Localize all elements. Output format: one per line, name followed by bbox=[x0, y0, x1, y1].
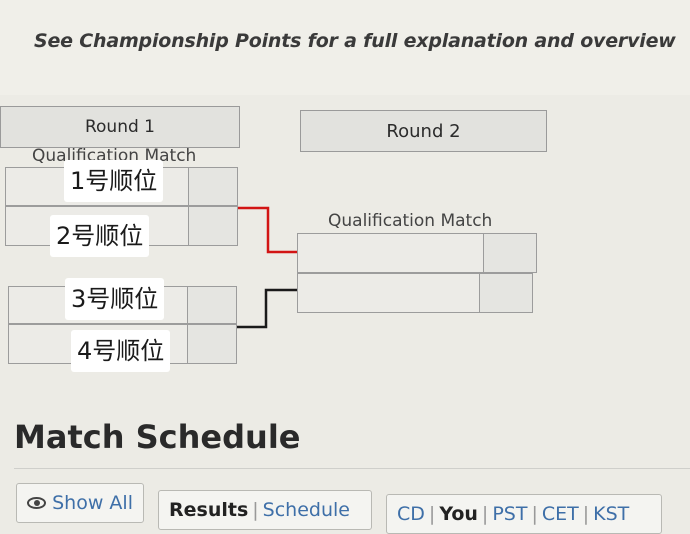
schedule-tab[interactable]: Schedule bbox=[262, 499, 350, 521]
timezone-selector: CD | You | PST | CET | KST bbox=[386, 494, 662, 534]
eye-icon bbox=[27, 497, 47, 509]
tz-pst[interactable]: PST bbox=[492, 503, 528, 525]
bracket-connectors bbox=[237, 206, 297, 329]
results-schedule-toggle: Results | Schedule bbox=[158, 490, 372, 530]
seed-label-4: 4号顺位 bbox=[71, 330, 171, 372]
results-tab[interactable]: Results bbox=[169, 499, 249, 521]
separator: | bbox=[481, 503, 489, 525]
bracket-slot-final-top bbox=[297, 233, 537, 273]
score-cell bbox=[479, 274, 532, 312]
top-strip bbox=[0, 0, 690, 95]
seed-label-1: 1号顺位 bbox=[64, 160, 164, 202]
seed-label-3: 3号顺位 bbox=[65, 278, 165, 320]
show-all-label: Show All bbox=[52, 492, 133, 514]
championship-points-note: See Championship Points for a full expla… bbox=[34, 30, 676, 52]
separator: | bbox=[531, 503, 538, 525]
bracket-slot-final-bottom bbox=[297, 273, 533, 313]
bracket-line-top bbox=[238, 206, 297, 254]
show-all-button[interactable]: Show All bbox=[16, 483, 144, 523]
match-label-round-2: Qualification Match bbox=[328, 211, 493, 231]
tz-cd[interactable]: CD bbox=[397, 503, 425, 525]
score-cell bbox=[188, 207, 237, 245]
tz-you[interactable]: You bbox=[439, 503, 478, 525]
separator: | bbox=[252, 499, 259, 521]
separator: | bbox=[582, 503, 590, 525]
round-1-header: Round 1 bbox=[0, 106, 240, 148]
separator: | bbox=[428, 503, 436, 525]
round-2-header: Round 2 bbox=[300, 110, 547, 152]
score-cell bbox=[187, 287, 236, 323]
divider bbox=[14, 468, 690, 469]
score-cell bbox=[188, 168, 237, 205]
seed-label-2: 2号顺位 bbox=[50, 215, 150, 257]
bracket-line-bottom bbox=[237, 288, 297, 329]
score-cell bbox=[483, 234, 536, 272]
match-label-round-1: Qualification Match bbox=[32, 146, 197, 164]
match-schedule-title: Match Schedule bbox=[14, 418, 301, 456]
score-cell bbox=[187, 325, 236, 363]
tz-cet[interactable]: CET bbox=[541, 503, 579, 525]
tz-kst[interactable]: KST bbox=[593, 503, 630, 525]
